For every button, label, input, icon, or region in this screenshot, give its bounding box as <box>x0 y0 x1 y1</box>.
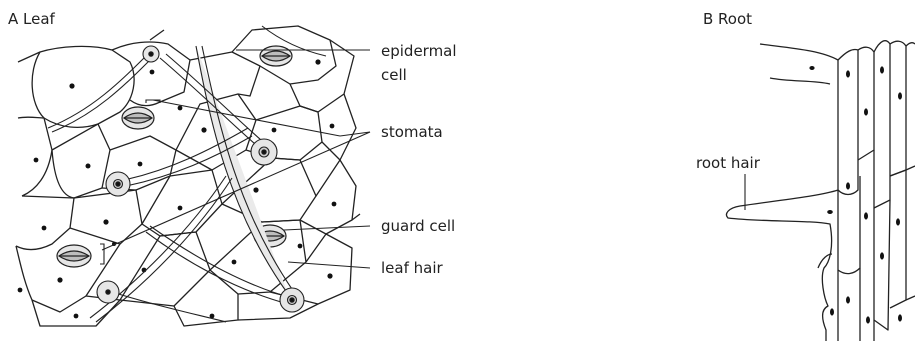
epidermal-cell-label-line2: cell <box>381 66 407 84</box>
root-outline <box>727 44 839 341</box>
stoma-upper-right <box>260 46 292 66</box>
epidermal-cell-label: epidermal <box>381 42 457 60</box>
stoma-lower-left <box>57 245 91 267</box>
root-hair-label: root hair <box>696 154 761 172</box>
stoma-top <box>122 107 154 129</box>
leaf-hair <box>97 281 226 322</box>
leaf-epidermis-cells <box>16 26 360 326</box>
guard-cell-label: guard cell <box>381 217 455 235</box>
stomata-label: stomata <box>381 123 443 141</box>
leaf-hair-label: leaf hair <box>381 259 444 277</box>
leaf-nuclei <box>18 59 337 318</box>
root-panel: B Root root hair <box>696 10 915 341</box>
leaf-panel: A Leaf <box>8 10 457 326</box>
leaf-panel-title: A Leaf <box>8 10 56 28</box>
root-cells <box>838 41 915 341</box>
root-panel-title: B Root <box>703 10 752 28</box>
